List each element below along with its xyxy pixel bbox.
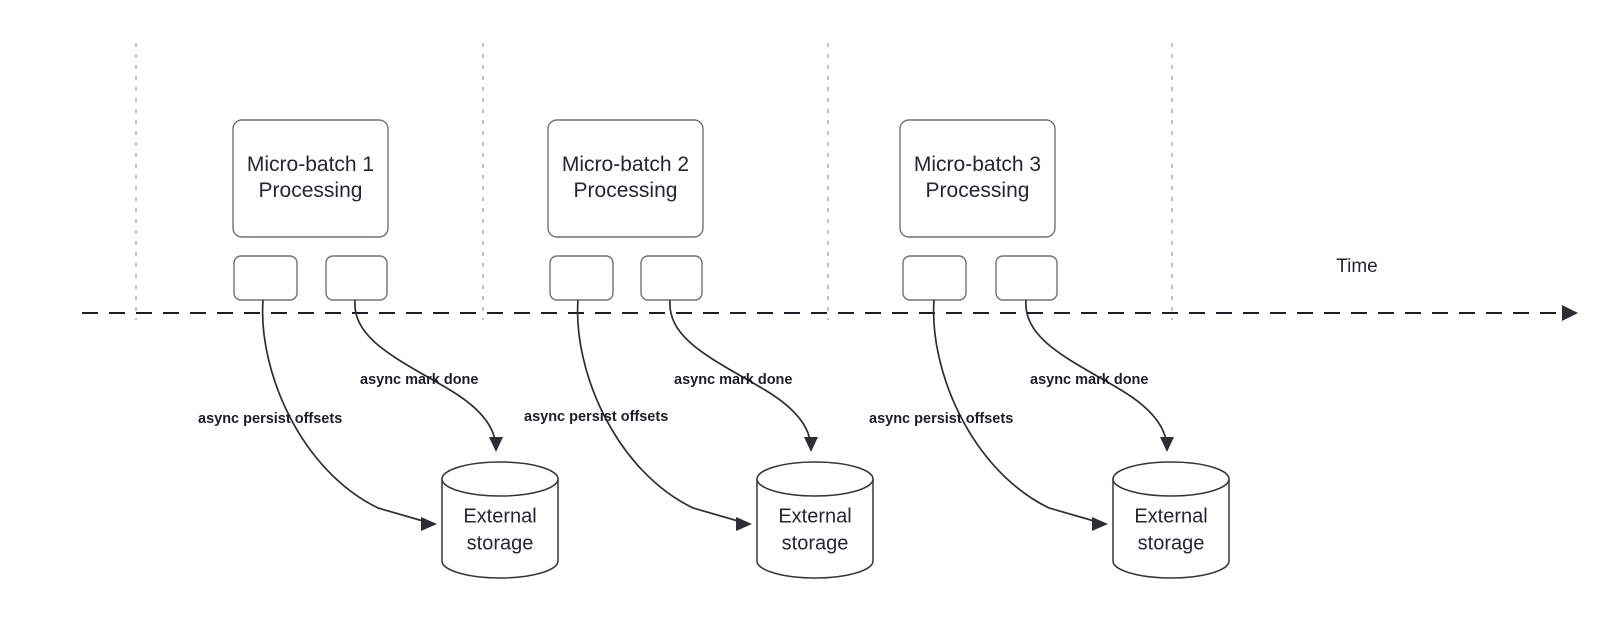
micro-batch-2-async-persist-offsets-edge-label: async persist offsets bbox=[524, 409, 668, 425]
external-storage-2-label-line1: External bbox=[778, 505, 851, 527]
external-storage-3-label-line1: External bbox=[1134, 505, 1207, 527]
batch-boundary-lines bbox=[135, 43, 1173, 320]
micro-batch-2-async-mark-done-edge-arrowhead bbox=[804, 437, 818, 452]
external-storage-2-top bbox=[756, 461, 874, 497]
micro-batch-3-title-line1: Micro-batch 3 bbox=[914, 153, 1041, 176]
micro-batch-1-mark-done-task[interactable] bbox=[325, 255, 388, 301]
external-storage-1-top bbox=[441, 461, 559, 497]
micro-batch-3-async-persist-offsets-edge bbox=[932, 299, 1102, 524]
micro-batch-3-async-persist-offsets-edge-label: async persist offsets bbox=[869, 411, 1013, 427]
time-axis-arrowhead bbox=[1562, 305, 1578, 321]
micro-batch-3-async-mark-done-edge bbox=[1025, 299, 1167, 441]
micro-batch-2-box[interactable] bbox=[547, 119, 704, 238]
micro-batch-3-async-persist-offsets-edge-arrowhead bbox=[1092, 517, 1108, 531]
external-storage-1-body[interactable] bbox=[441, 478, 559, 579]
external-storage-3-body[interactable] bbox=[1112, 478, 1230, 579]
time-axis-label: Time bbox=[1336, 256, 1378, 277]
micro-batch-2-group: Micro-batch 2 Processing async persist off… bbox=[524, 119, 874, 579]
external-storage-3-top bbox=[1112, 461, 1230, 497]
micro-batch-2-async-persist-offsets-edge bbox=[576, 299, 746, 524]
micro-batch-3-mark-done-task[interactable] bbox=[995, 255, 1058, 301]
micro-batch-1-async-mark-done-edge-label: async mark done bbox=[360, 372, 478, 388]
micro-batch-2-title-line1: Micro-batch 2 bbox=[562, 153, 689, 176]
external-storage-2-body[interactable] bbox=[756, 478, 874, 579]
micro-batch-3-async-mark-done-edge-arrowhead bbox=[1160, 437, 1174, 452]
micro-batch-1-async-mark-done-edge bbox=[354, 299, 496, 441]
batch-groups: Micro-batch 1 Processing async persist off… bbox=[198, 119, 1230, 579]
micro-batch-3-persist-offsets-task[interactable] bbox=[902, 255, 967, 301]
micro-batch-1-group: Micro-batch 1 Processing async persist off… bbox=[198, 119, 559, 579]
micro-batch-1-async-mark-done-edge-arrowhead bbox=[489, 437, 503, 452]
external-storage-1-label-line1: External bbox=[463, 505, 536, 527]
micro-batch-2-async-mark-done-edge bbox=[669, 299, 811, 441]
micro-batch-1-title-line2: Processing bbox=[259, 179, 363, 202]
time-axis: Time bbox=[82, 256, 1578, 321]
micro-batch-2-async-persist-offsets-edge-arrowhead bbox=[736, 517, 752, 531]
micro-batch-3-async-mark-done-edge-label: async mark done bbox=[1030, 372, 1148, 388]
micro-batch-1-async-persist-offsets-edge bbox=[261, 299, 431, 524]
micro-batch-1-persist-offsets-task[interactable] bbox=[233, 255, 298, 301]
external-storage-2-label-line2: storage bbox=[782, 532, 849, 554]
micro-batch-1-title-line1: Micro-batch 1 bbox=[247, 153, 374, 176]
micro-batch-2-async-mark-done-edge-label: async mark done bbox=[674, 372, 792, 388]
micro-batch-3-title-line2: Processing bbox=[926, 179, 1030, 202]
external-storage-1-label-line2: storage bbox=[467, 532, 534, 554]
micro-batch-3-box[interactable] bbox=[899, 119, 1056, 238]
micro-batch-2-persist-offsets-task[interactable] bbox=[549, 255, 614, 301]
micro-batch-1-async-persist-offsets-edge-arrowhead bbox=[421, 517, 437, 531]
micro-batch-2-mark-done-task[interactable] bbox=[640, 255, 703, 301]
micro-batch-2-title-line2: Processing bbox=[574, 179, 678, 202]
micro-batch-1-async-persist-offsets-edge-label: async persist offsets bbox=[198, 411, 342, 427]
micro-batch-3-group: Micro-batch 3 Processing async persist off… bbox=[869, 119, 1230, 579]
external-storage-3-label-line2: storage bbox=[1138, 532, 1205, 554]
micro-batch-1-box[interactable] bbox=[232, 119, 389, 238]
